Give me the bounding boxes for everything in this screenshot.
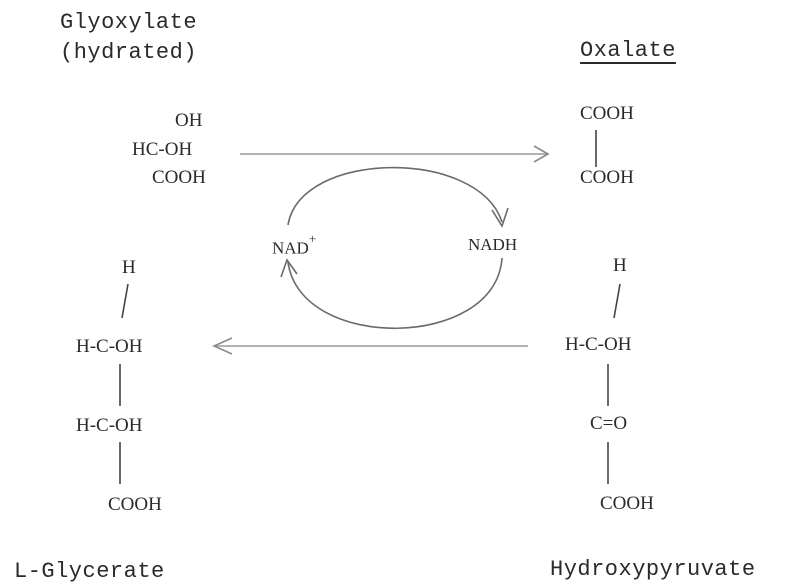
- glyoxylate-oh: OH: [175, 110, 203, 131]
- hydroxypyruvate-hc-oh: H-C-OH: [565, 334, 632, 355]
- cofactor-nad-plus: NAD+: [272, 232, 316, 258]
- glycerate-hc-oh-2: H-C-OH: [76, 415, 143, 436]
- oxalate-cooh-bottom: COOH: [580, 167, 634, 188]
- nad-plus-sign: +: [308, 231, 317, 246]
- glycerate-name: L-Glycerate: [14, 559, 165, 584]
- hydroxypyruvate-cooh: COOH: [600, 493, 654, 514]
- cycle-arrowhead-upper: [491, 207, 509, 228]
- glyoxylate-cooh: COOH: [152, 167, 206, 188]
- glyoxylate-name-line2: (hydrated): [60, 40, 198, 65]
- hydroxypyruvate-h: H: [613, 255, 627, 276]
- glycerate-bond-h: [121, 283, 129, 319]
- glycerate-hc-oh-1: H-C-OH: [76, 336, 143, 357]
- cofactor-nadh: NADH: [468, 235, 518, 254]
- glyoxylate-name-line1: Glyoxylate: [60, 10, 198, 35]
- arrowhead-right: [533, 145, 550, 163]
- cycle-arrowhead-lower: [280, 258, 298, 278]
- glyoxylate-hc-oh: HC-OH: [132, 139, 193, 160]
- cycle-arc-lower: [287, 257, 503, 330]
- hydroxypyruvate-bond-h: [613, 283, 621, 319]
- glycerate-h: H: [122, 257, 136, 278]
- oxalate-name: Oxalate: [580, 38, 676, 63]
- oxalate-cooh-top: COOH: [580, 103, 634, 124]
- hydroxypyruvate-c-o: C=O: [590, 413, 628, 434]
- arrowhead-left: [212, 337, 233, 355]
- hydroxypyruvate-name: Hydroxypyruvate: [550, 557, 756, 582]
- glycerate-cooh: COOH: [108, 494, 162, 515]
- cycle-arc-upper: [287, 166, 503, 226]
- nad-text: NAD: [272, 238, 309, 258]
